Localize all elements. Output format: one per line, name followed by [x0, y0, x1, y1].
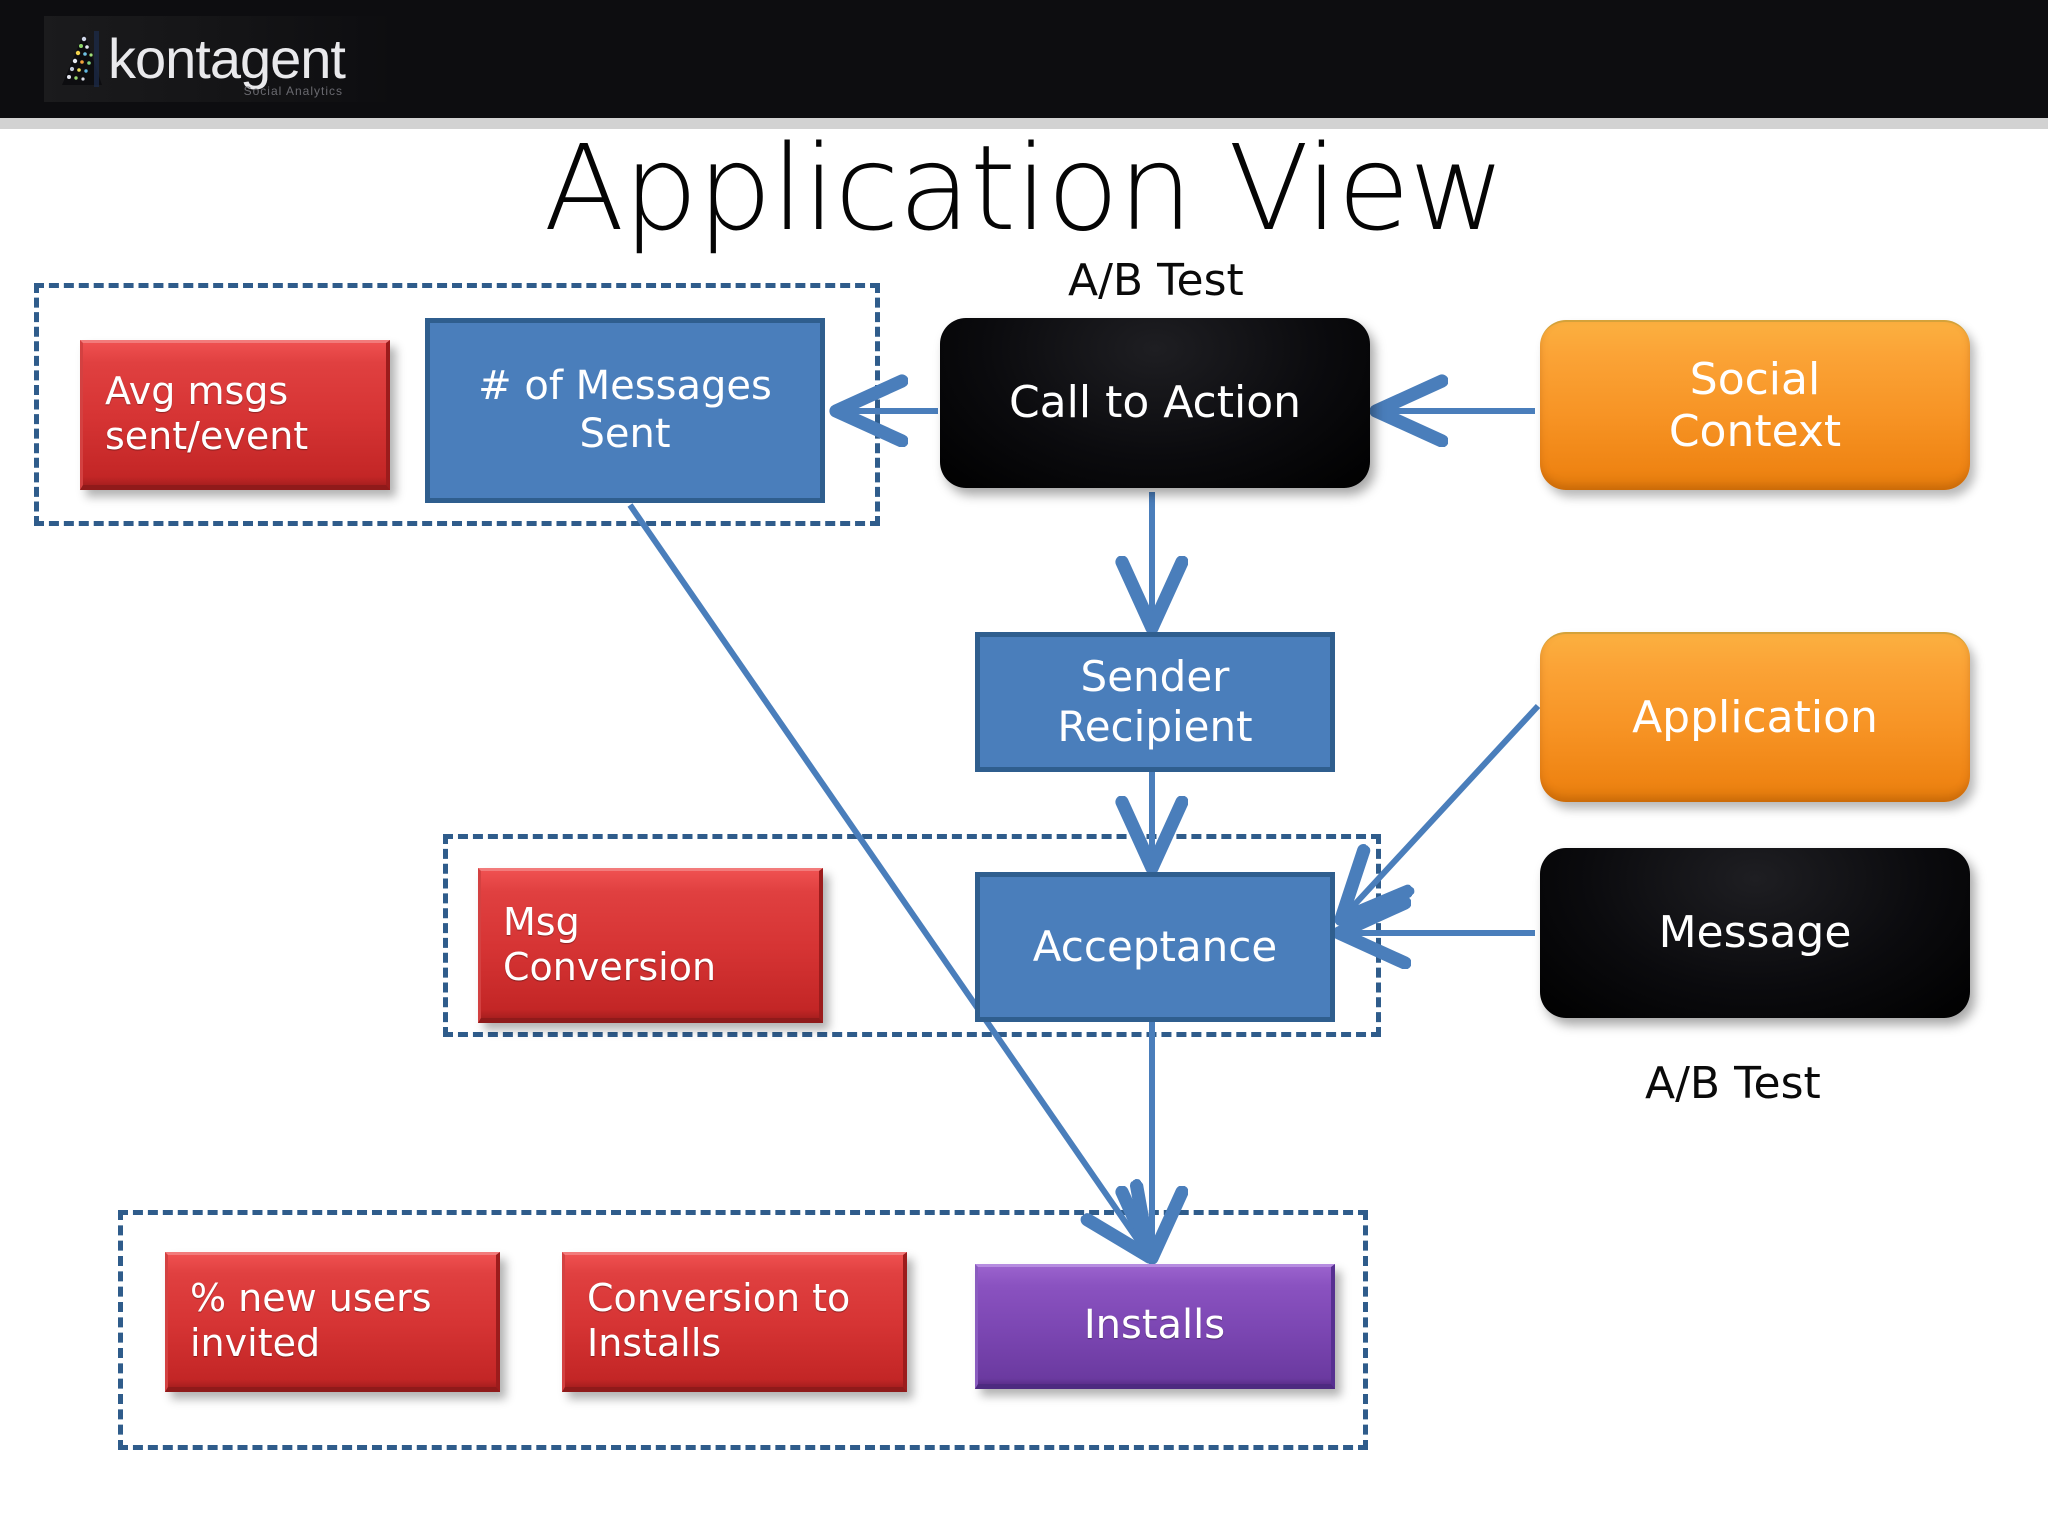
- node-conversion-to-installs[interactable]: Conversion to Installs: [562, 1252, 907, 1392]
- node-msg-conversion[interactable]: Msg Conversion: [478, 868, 823, 1023]
- node-sender-recipient[interactable]: Sender Recipient: [975, 632, 1335, 772]
- node-acceptance[interactable]: Acceptance: [975, 872, 1335, 1022]
- node-pct-new-users[interactable]: % new users invited: [165, 1252, 500, 1392]
- node-application[interactable]: Application: [1540, 632, 1970, 802]
- node-messages-sent[interactable]: # of Messages Sent: [425, 318, 825, 503]
- kontagent-logo-text: kontagent Social Analytics: [108, 27, 346, 98]
- header-divider: [0, 118, 2048, 129]
- node-avg-msgs[interactable]: Avg msgs sent/event: [80, 340, 390, 490]
- node-installs[interactable]: Installs: [975, 1264, 1335, 1389]
- logo-wordmark: kontagent: [108, 27, 346, 90]
- node-message[interactable]: Message: [1540, 848, 1970, 1018]
- page-title: Application View: [543, 119, 1506, 257]
- label-ab-test-bottom: A/B Test: [1645, 1058, 1821, 1109]
- label-ab-test-top: A/B Test: [1068, 255, 1244, 306]
- node-social-context[interactable]: Social Context: [1540, 320, 1970, 490]
- node-call-to-action[interactable]: Call to Action: [940, 318, 1370, 488]
- kontagent-logo: kontagent Social Analytics: [44, 16, 394, 102]
- logo-tagline: Social Analytics: [243, 84, 343, 98]
- kontagent-tree-icon: [54, 29, 106, 89]
